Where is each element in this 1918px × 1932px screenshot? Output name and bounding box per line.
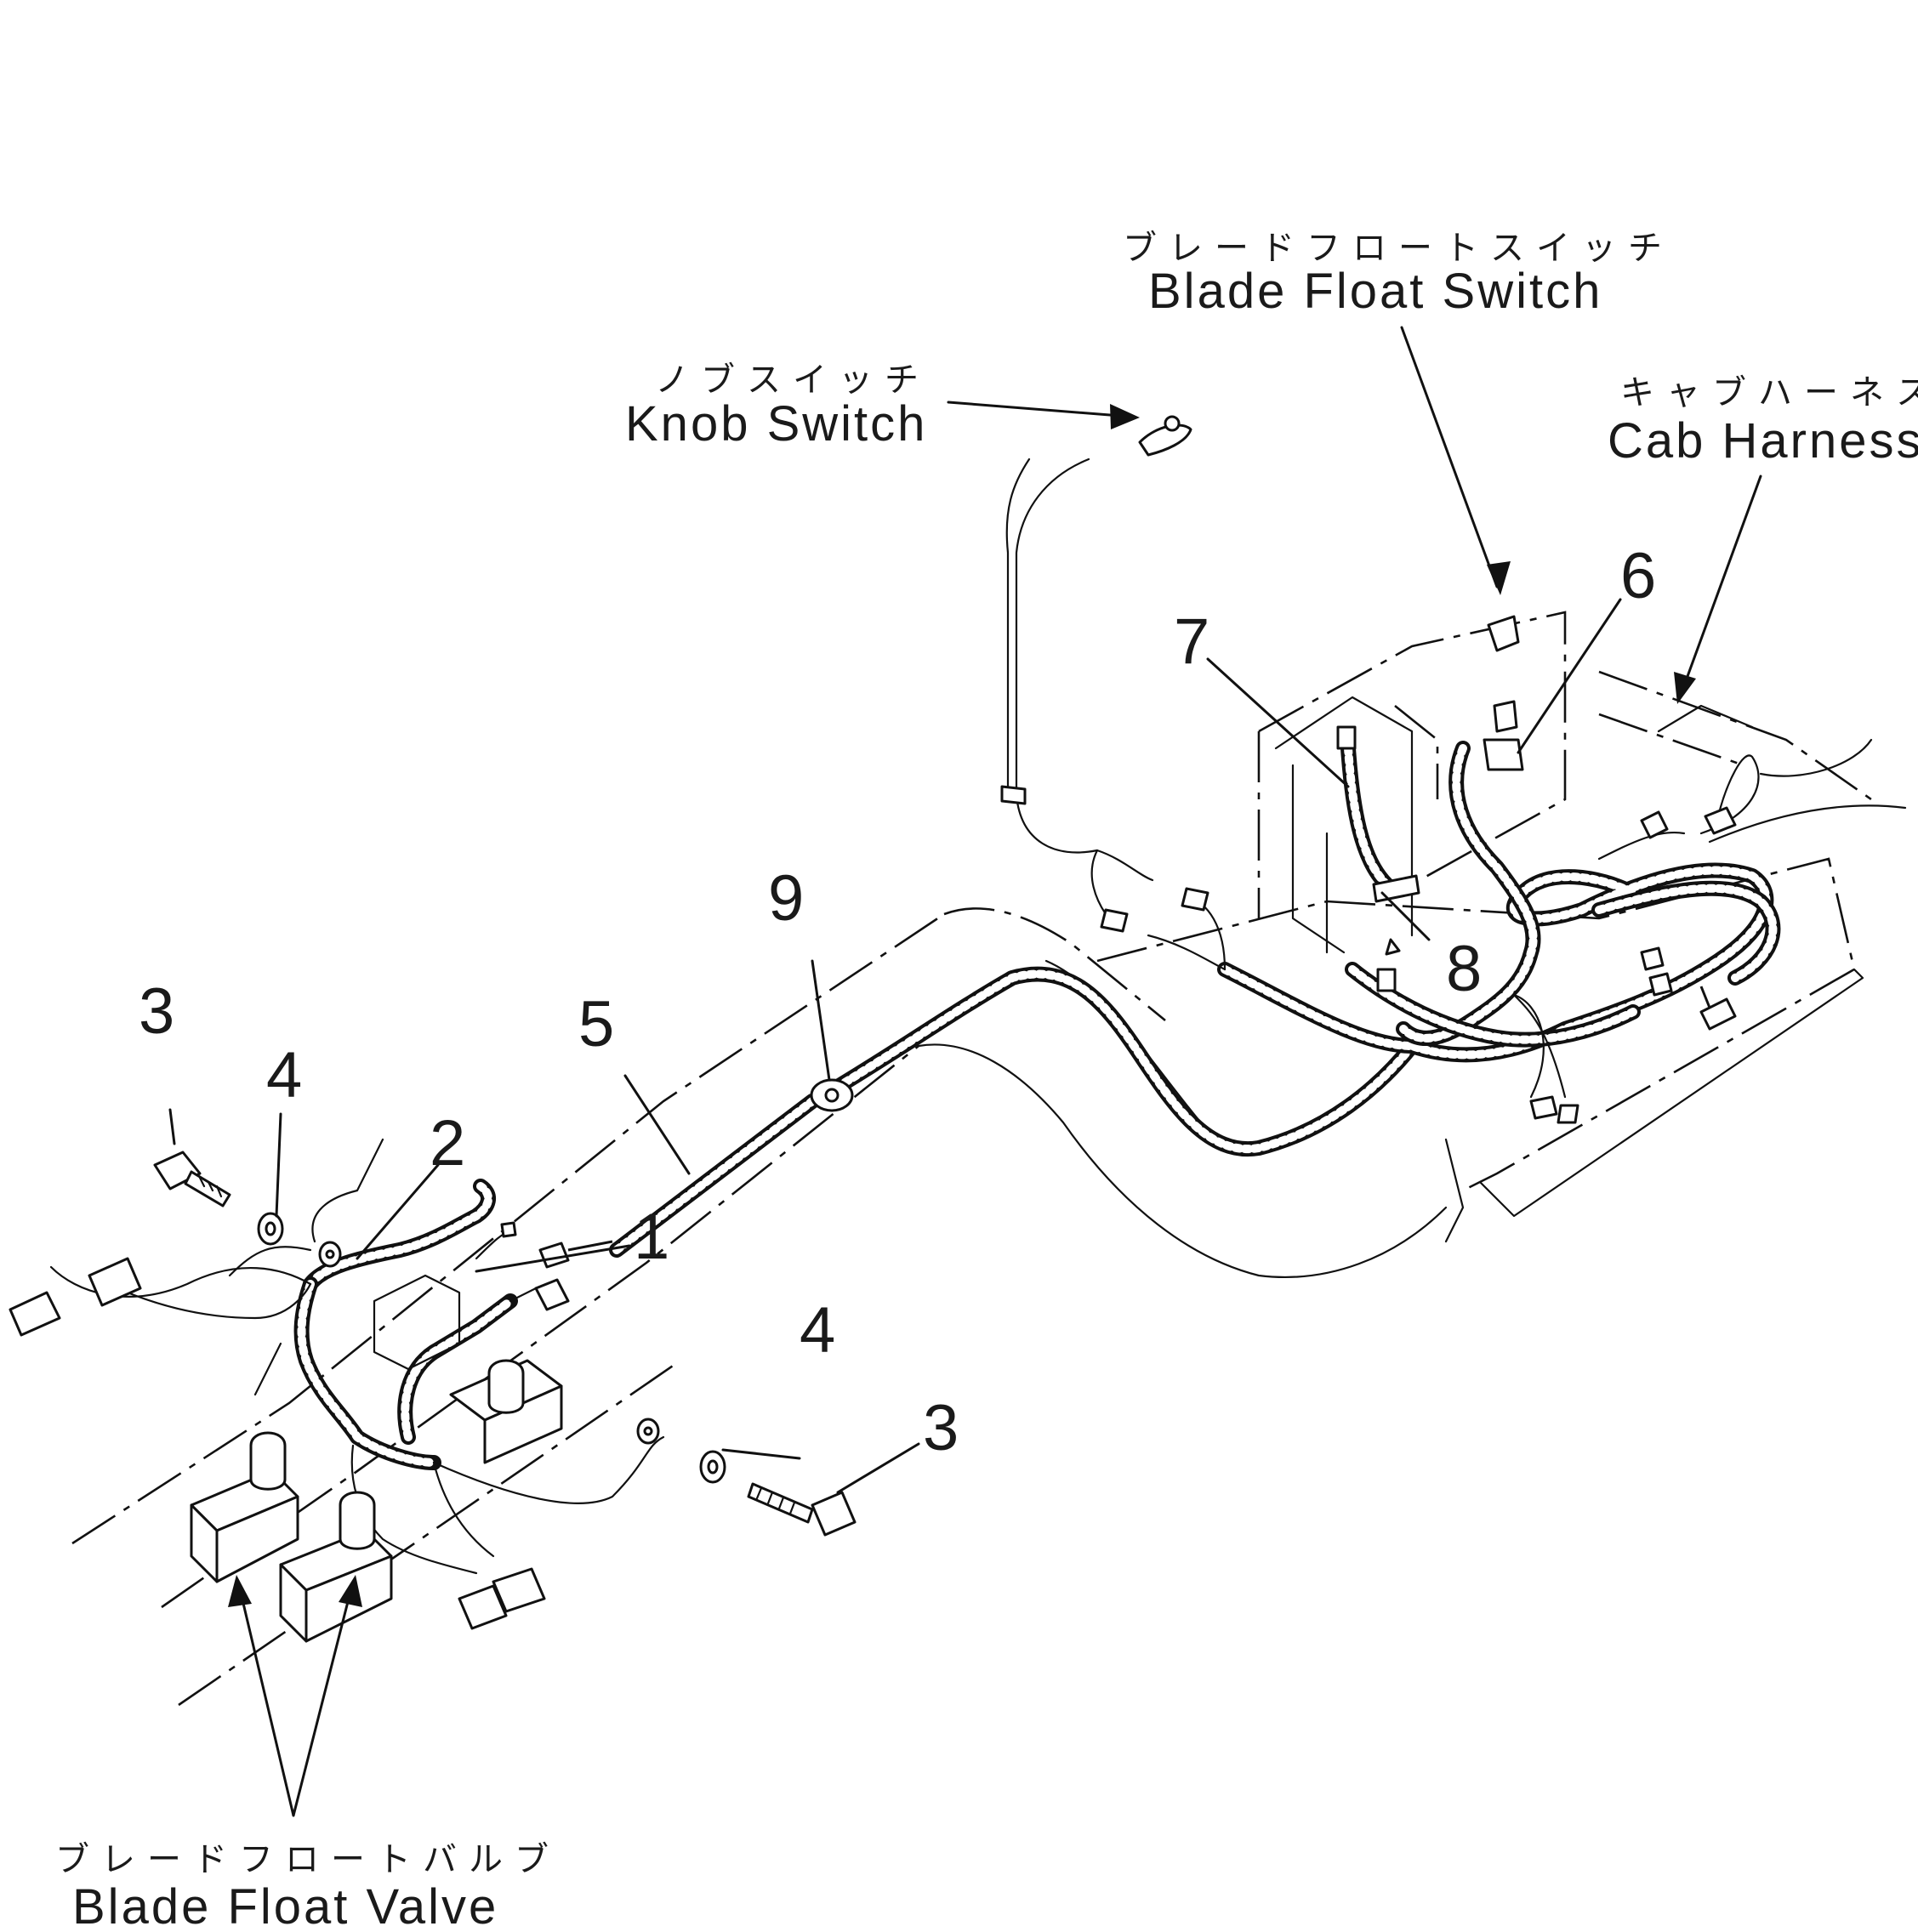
cab-harness-en: Cab Harness [1608, 413, 1918, 469]
blade-float-switch-part [1483, 615, 1524, 771]
callout-4-right: 4 [800, 1294, 835, 1367]
main-harness [293, 741, 1781, 1470]
blade-float-valve-en: Blade Float Valve [72, 1879, 498, 1932]
callout-1: 1 [634, 1201, 669, 1273]
washer-4-right [699, 1450, 726, 1484]
leader-lines [168, 326, 1762, 1817]
valve-connectors [9, 1257, 546, 1630]
clamp-part-9 [810, 1078, 854, 1112]
blade-float-valve-jp: ブレードフロートバルブ [55, 1840, 561, 1879]
bolt-3-right [747, 1482, 857, 1537]
callout-numbers: 1 2 3 3 4 4 5 6 7 8 9 [139, 540, 1656, 1464]
arrowheads [228, 404, 1696, 1607]
callout-7: 7 [1174, 605, 1209, 678]
terminal-left [318, 1241, 342, 1268]
solenoid-block-3 [373, 1274, 563, 1464]
knob-switch-jp: ノブスイッチ [655, 361, 931, 400]
label-blade-float-switch: ブレードフロートスイッチ Blade Float Switch [1123, 229, 1674, 319]
callout-8: 8 [1446, 933, 1482, 1005]
callout-4-left: 4 [266, 1039, 302, 1111]
knob-switch-connector [1000, 415, 1192, 805]
washer-4-left [257, 1212, 284, 1246]
callout-5: 5 [578, 988, 614, 1060]
label-knob-switch: ノブスイッチ Knob Switch [625, 361, 931, 452]
callout-3-left: 3 [139, 975, 174, 1048]
callout-9: 9 [768, 862, 804, 935]
connector-ends [1100, 725, 1737, 1124]
callout-3-right: 3 [923, 1392, 959, 1464]
label-cab-harness: キャブハーネス Cab Harness [1608, 373, 1918, 469]
solenoid-block-1 [190, 1431, 299, 1583]
callout-2: 2 [430, 1107, 465, 1179]
harness-5-connectors [500, 1221, 613, 1311]
branch-wires [49, 457, 1760, 1575]
cab-harness-jp: キャブハーネス [1620, 373, 1918, 412]
bolt-3-left [153, 1151, 231, 1208]
label-blade-float-valve: ブレードフロートバルブ Blade Float Valve [55, 1840, 561, 1932]
knob-switch-en: Knob Switch [625, 396, 927, 452]
terminal-right [636, 1418, 660, 1445]
blade-float-switch-jp: ブレードフロートスイッチ [1123, 229, 1674, 268]
callout-6: 6 [1620, 540, 1656, 612]
blade-float-switch-en: Blade Float Switch [1148, 264, 1602, 319]
